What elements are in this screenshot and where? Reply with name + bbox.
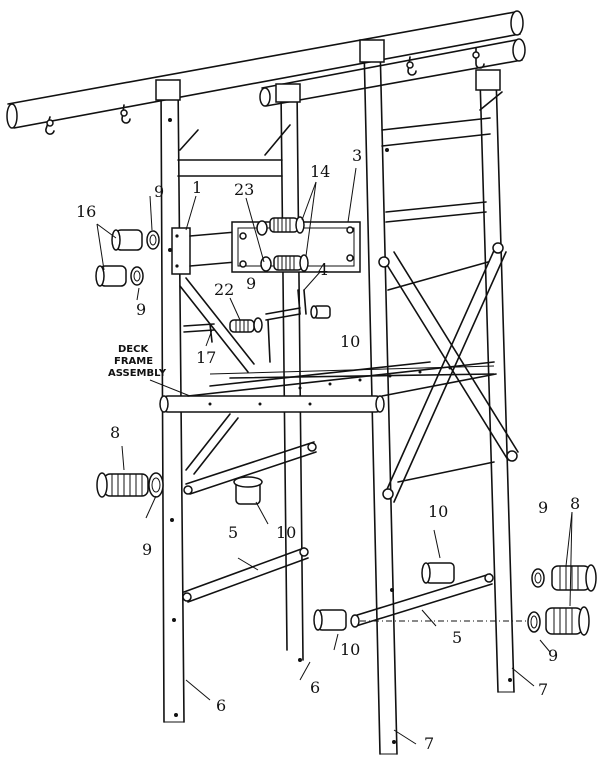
callout-10-c: 10 (428, 502, 449, 521)
horizontal-brace-upper-left (183, 441, 317, 495)
bushing-10-b (421, 562, 455, 584)
top-rail-rear (259, 38, 526, 107)
callout-9-e: 9 (538, 498, 549, 517)
callout-10-a: 10 (340, 332, 361, 351)
right-end-frame (359, 39, 519, 755)
spring-stack-8-right-lower (527, 606, 590, 636)
washer-23 (256, 220, 272, 272)
spring-pin-upper (269, 216, 305, 234)
callout-9-d: 9 (142, 540, 153, 559)
callout-5-right: 5 (452, 628, 463, 647)
callout-10-b: 10 (276, 523, 297, 542)
bushing-10-upper (310, 305, 331, 319)
deck-plate-part-1 (171, 227, 237, 275)
deck-frame (159, 361, 497, 413)
callout-9-a: 9 (154, 182, 165, 201)
rail-hook-2 (120, 104, 131, 124)
top-rail-front (6, 10, 524, 129)
callout-9-b: 9 (136, 300, 147, 319)
callout-22: 22 (214, 280, 235, 299)
callout-7-right: 7 (538, 680, 549, 699)
callout-5-left: 5 (228, 523, 239, 542)
callout-23: 23 (234, 180, 255, 199)
rail-hook-3 (406, 56, 417, 76)
bracket-17 (183, 323, 215, 343)
rail-hook-4 (472, 47, 485, 69)
callout-4: 4 (318, 260, 329, 279)
callout-9-f: 9 (548, 646, 559, 665)
rail-hook-1 (45, 116, 55, 135)
callout-16: 16 (76, 202, 97, 221)
spring-stack-8-right-upper (531, 564, 597, 592)
callout-6-right: 6 (310, 678, 321, 697)
callout-6-left: 6 (216, 696, 227, 715)
horizontal-brace-lower-right (350, 573, 494, 628)
callout-1: 1 (192, 178, 203, 197)
deck-frame-assembly-label: DECK FRAME ASSEMBLY (108, 344, 166, 380)
spring-pin-lower (273, 254, 309, 272)
callout-10-d: 10 (340, 640, 361, 659)
spring-22 (229, 317, 263, 333)
callout-8-right: 8 (570, 494, 581, 513)
bushing-10-a (233, 476, 263, 505)
left-frame-braces (179, 277, 255, 475)
spring-stack-8-left (96, 472, 164, 498)
bushing-16-lower (95, 265, 144, 287)
bushing-16-upper (111, 229, 160, 251)
callout-14: 14 (310, 162, 331, 181)
deck-label-line3: ASSEMBLY (108, 368, 167, 379)
bushing-10-c (313, 609, 347, 631)
deck-label-line1: DECK (118, 344, 149, 355)
callout-9-c: 9 (246, 274, 257, 293)
callout-17: 17 (196, 348, 217, 367)
callout-7-bottom: 7 (424, 734, 435, 753)
callout-3: 3 (352, 146, 363, 165)
leader-lines (96, 167, 573, 745)
callout-8-left: 8 (110, 423, 121, 442)
horizontal-brace-lower-left (182, 547, 309, 603)
deck-label-line2: FRAME (114, 356, 154, 367)
pin-part-4 (265, 289, 307, 363)
